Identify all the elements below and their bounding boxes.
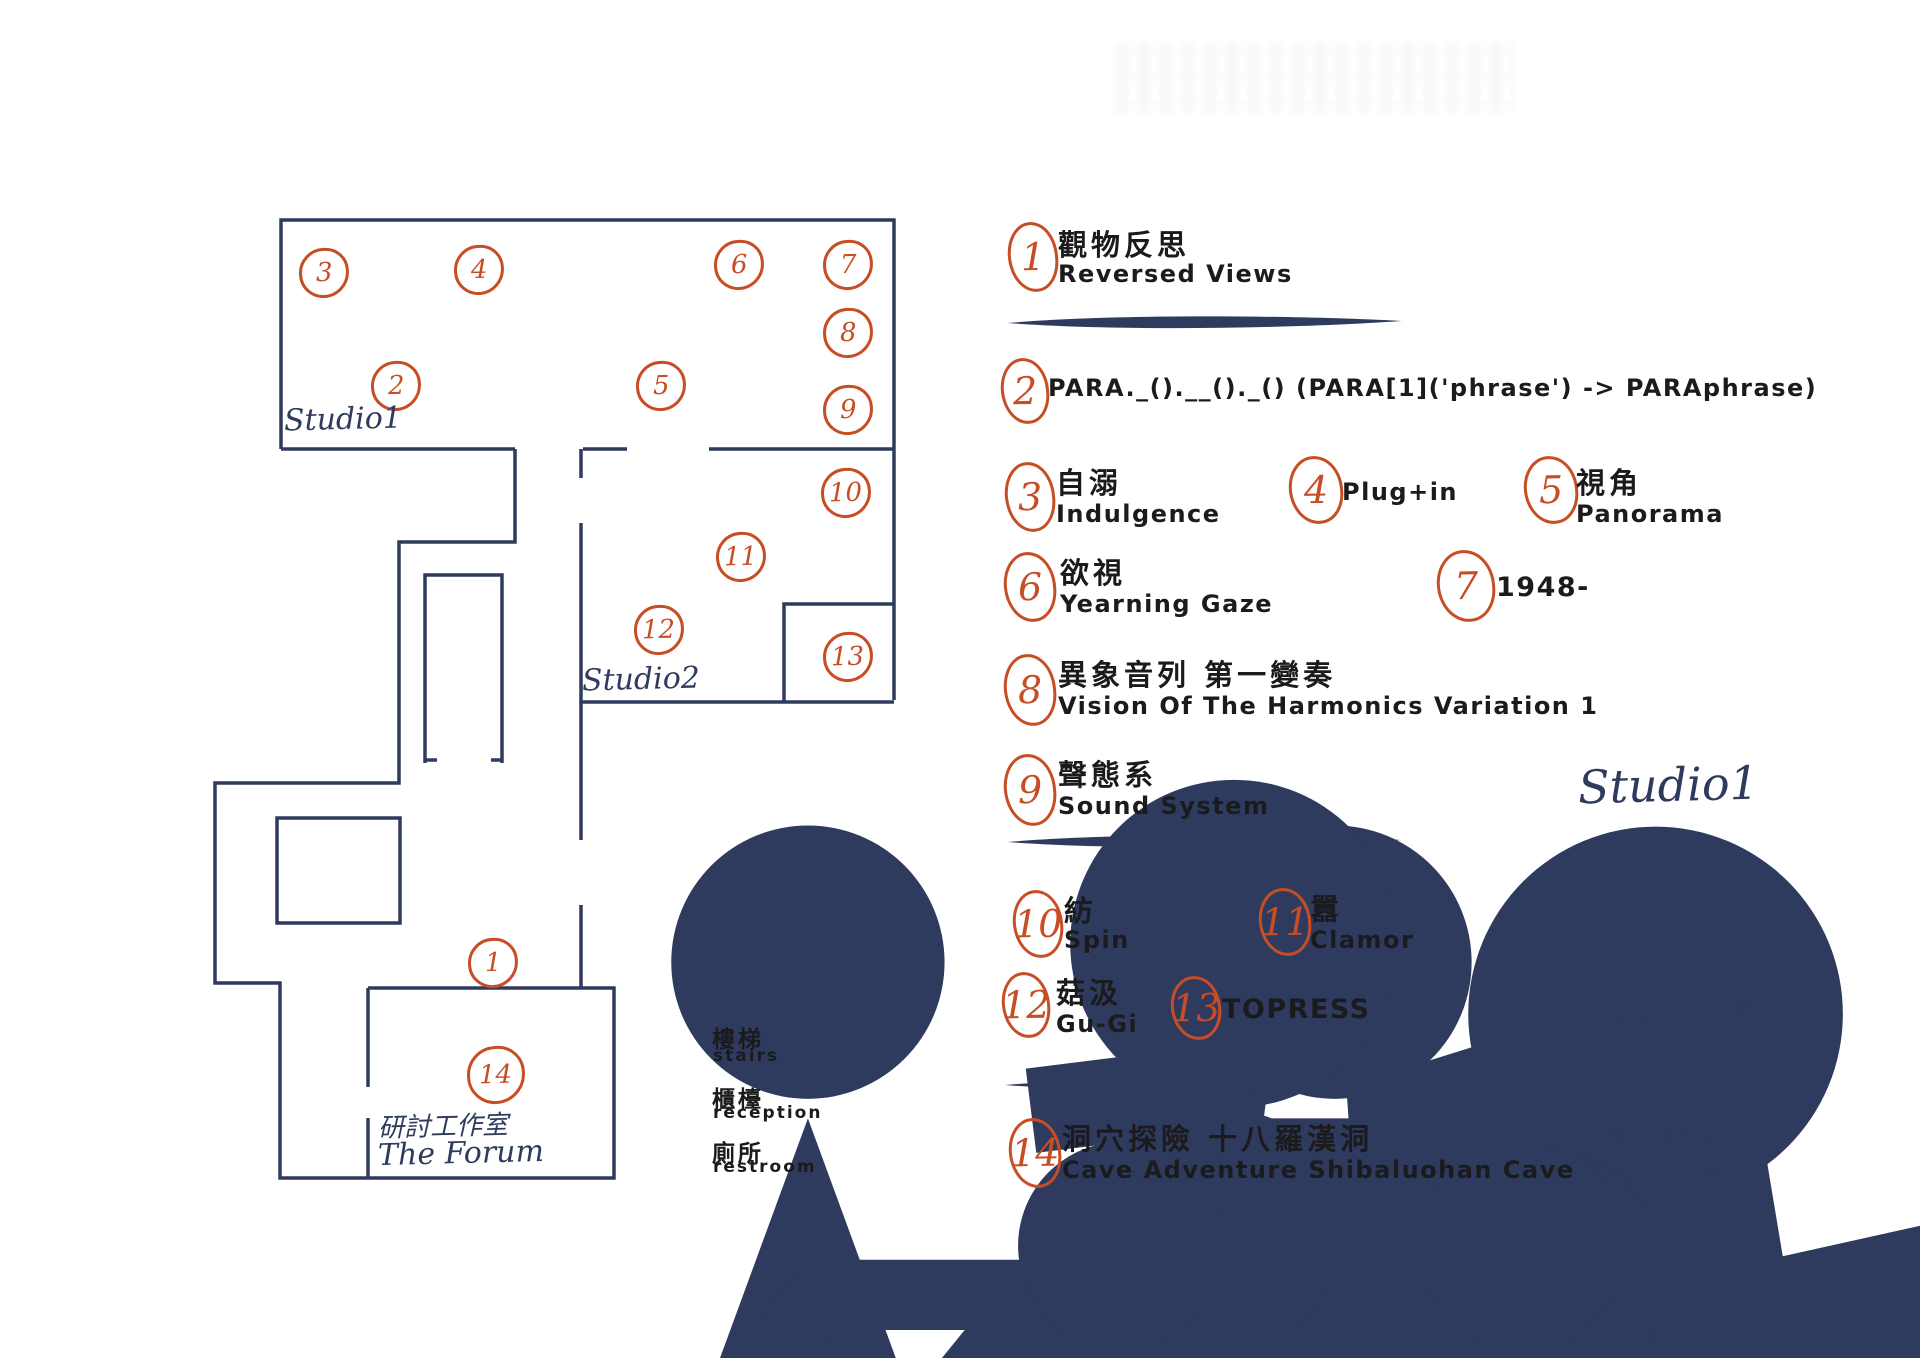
legend-title-en-5: Panorama	[1576, 500, 1724, 528]
legend-title-en-4: Plug+in	[1342, 478, 1459, 506]
plan-walls	[213, 218, 896, 1180]
legend-title-en-8: Vision Of The Harmonics Variation 1	[1058, 692, 1599, 720]
legend-title-en-13: TOPRESS	[1222, 994, 1371, 1025]
legend-title-zh-5: 視角	[1576, 466, 1643, 500]
key-stairs-zh: 樓梯	[712, 1027, 764, 1053]
legend-title-en-9: Sound System	[1058, 792, 1270, 820]
legend-title-zh-9: 聲態系	[1058, 758, 1158, 792]
legend-title-zh-12: 菇汲	[1056, 976, 1123, 1010]
zone-note-studio2: Studio2	[1575, 977, 1758, 1037]
legend-title-en-3: Indulgence	[1056, 500, 1221, 528]
key-reception-zh: 櫃檯	[712, 1087, 764, 1113]
legend-title-en-1: Reversed Views	[1058, 260, 1293, 288]
key-stairs-en: stairs	[713, 1046, 780, 1066]
faint-watermark-text	[1115, 42, 1515, 114]
zone-note-studio1: Studio1	[1577, 755, 1760, 815]
legend-title-en-10: Spin	[1064, 926, 1130, 954]
zone-note-forum-en: The Forum	[1571, 1151, 1772, 1198]
legend-title-zh-3: 自溺	[1056, 466, 1123, 500]
legend-title-zh-1: 觀物反思	[1058, 228, 1191, 262]
legend-dividers	[1005, 316, 1402, 1091]
legend-title-zh-11: 囂	[1310, 892, 1344, 926]
key-restroom-zh: 廁所	[712, 1141, 764, 1167]
legend-title-en-14: Cave Adventure Shibaluohan Cave	[1062, 1156, 1575, 1184]
key-restroom-en: restroom	[713, 1157, 817, 1177]
legend-title-en-6: Yearning Gaze	[1060, 590, 1274, 618]
legend-title-en-2: PARA._().__()._() (PARA[1]('phrase') -> …	[1048, 374, 1818, 402]
legend-title-zh-6: 欲視	[1060, 556, 1127, 590]
legend-title-en-11: Clamor	[1310, 926, 1415, 954]
legend-title-zh-8: 異象音列 第一變奏	[1058, 658, 1337, 692]
key-reception-en: reception	[713, 1103, 823, 1123]
legend-title-en-7: 1948-	[1496, 572, 1590, 603]
plan-label-forum-en: The Forum	[377, 1133, 545, 1174]
legend-title-zh-14: 洞穴探險 十八羅漢洞	[1062, 1122, 1374, 1156]
legend-title-en-12: Gu-Gi	[1056, 1010, 1139, 1038]
plan-label-studio1: Studio1	[283, 400, 403, 439]
plan-label-studio2: Studio2	[581, 660, 701, 699]
legend-title-zh-10: 紡	[1064, 894, 1098, 928]
